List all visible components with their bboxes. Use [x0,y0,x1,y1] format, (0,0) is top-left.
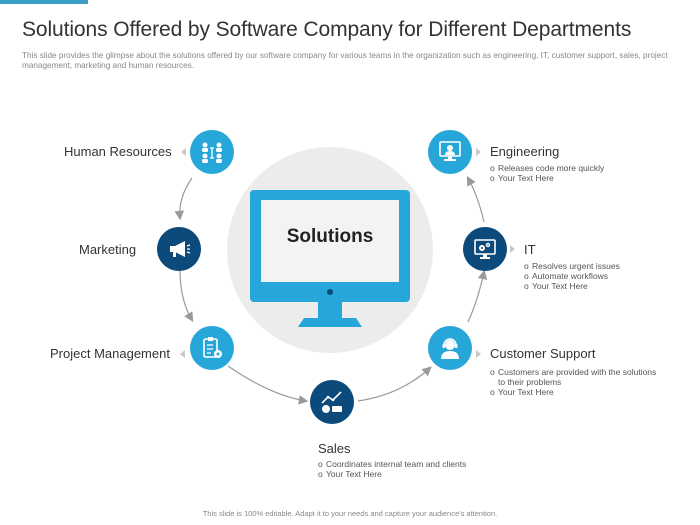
chevron-left-icon [181,148,186,156]
engineering-label: Engineering [490,144,560,159]
arrow-cs-it [467,269,488,323]
arrow-pm-sales [227,365,309,405]
hr-team-icon [202,142,222,163]
center-label: Solutions [286,226,374,247]
marketing-label: Marketing [79,242,137,257]
monitor-gears-icon [474,239,496,259]
chevron-right-icon [476,350,481,358]
engineer-monitor-icon [439,141,461,161]
chevron-right-icon [476,148,481,156]
project-management-node [190,326,234,370]
clipboard-gear-icon [203,337,222,358]
solutions-monitor-icon [250,190,410,327]
chevron-right-icon [510,245,515,253]
sales-node [310,380,354,424]
slide-footer: This slide is 100% editable. Adapt it to… [202,509,498,518]
megaphone-icon [170,241,191,257]
it-label: IT [524,242,536,257]
arrow-sales-cs [357,366,432,402]
project-management-label: Project Management [50,346,170,361]
customer-support-label: Customer Support [490,346,596,361]
arrow-marketing-pm [179,269,194,323]
sales-label: Sales [318,441,351,456]
chevron-left-icon [180,350,185,358]
slide-title: Solutions Offered by Software Company fo… [22,18,632,41]
customer-support-bullet-item: to their problems [498,377,562,387]
sales-chart-icon [321,391,342,413]
slide-subtitle: This slide provides the glimpse about th… [22,51,668,70]
customer-support-node [428,326,472,370]
marketing-node [157,227,201,271]
human-resources-label: Human Resources [64,144,172,159]
it-node [463,227,507,271]
engineering-node [428,130,472,174]
accent-bar [0,0,88,4]
arrow-hr-marketing [174,177,193,221]
arrow-it-eng [466,175,485,223]
human-resources-node [190,130,234,174]
headset-agent-icon [441,338,459,359]
